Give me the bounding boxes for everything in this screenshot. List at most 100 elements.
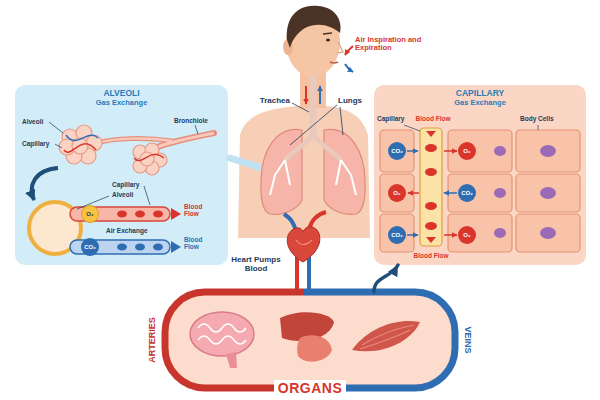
organ-drawings (360, 325, 414, 349)
organ-drawings (297, 335, 332, 361)
gas-symbol: CO₂ (385, 148, 409, 155)
air-flow-label: Air Inspiration and Expiration (355, 36, 427, 53)
panel-heading: CAPILLARY (456, 89, 504, 99)
alveoli-illustration (135, 244, 145, 251)
person-figure (330, 62, 338, 63)
capillary-illustration (407, 234, 418, 236)
leader-line (49, 122, 198, 209)
organs-title: ORGANS (274, 380, 346, 396)
breath-arrows (345, 46, 353, 55)
organ-drawings (190, 312, 254, 356)
alveoli-illustration (171, 241, 181, 253)
leader-line (195, 125, 198, 134)
part-label: Alveoli (112, 191, 133, 198)
capillary-illustration (425, 222, 437, 230)
flow-arrow (374, 265, 398, 292)
capillary-illustration (448, 174, 512, 212)
capillary-illustration (407, 150, 418, 152)
alveoli-illustration (150, 133, 214, 150)
part-label: Capillary (112, 181, 139, 188)
leader-line (55, 144, 62, 148)
alveoli-illustration (96, 139, 172, 143)
panel-subheading: Gas Exchange (96, 99, 148, 108)
leader-line (340, 107, 343, 135)
lungs-drawing (313, 135, 341, 160)
alveoli-illustration (153, 211, 163, 218)
leader-line (292, 103, 309, 112)
alveoli-illustration (134, 154, 164, 160)
capillary-illustration (494, 188, 506, 198)
capillary-illustration (426, 131, 436, 137)
capillary-illustration (540, 145, 556, 157)
alveoli-illustration (32, 168, 58, 200)
breath-arrows (345, 64, 353, 72)
person-figure (323, 33, 332, 34)
circulation-loop (165, 292, 455, 388)
capillary-illustration (516, 130, 580, 172)
alveoli-illustration (64, 144, 96, 152)
capillary-illustration (425, 168, 437, 176)
vessel-label: VEINS (462, 326, 472, 353)
capillary-illustration (444, 150, 457, 152)
lungs-drawing (270, 160, 356, 195)
gas-symbol: O₂ (78, 211, 102, 218)
lungs-drawing (305, 86, 307, 104)
gas-symbol: O₂ (385, 190, 409, 197)
heart-drawing (295, 256, 299, 292)
part-label: Alveoli (22, 118, 43, 125)
alveoli-illustration (59, 125, 167, 175)
leader-line (77, 196, 109, 209)
capillary-illustration (494, 145, 556, 239)
lungs-drawing (261, 129, 302, 214)
panel-subheading: Gas Exchange (454, 99, 506, 108)
organ-drawings (190, 312, 420, 368)
part-label: Air Exchange (106, 227, 148, 234)
part-label: Lungs (338, 97, 362, 106)
capillary-illustration (425, 144, 437, 152)
heart-drawing (284, 212, 326, 292)
capillary-illustration (516, 214, 580, 252)
gas-symbol: CO₂ (78, 244, 102, 251)
lungs-drawing (319, 86, 321, 104)
leader-line (404, 125, 538, 131)
capillary-illustration (380, 214, 414, 252)
alveoli-illustration (117, 244, 127, 251)
heart-drawing (287, 227, 320, 262)
capillary-illustration (448, 214, 512, 252)
capillary-illustration (380, 125, 580, 252)
capillary-illustration (540, 187, 556, 199)
gas-symbol: CO₂ (455, 190, 479, 197)
leader-line (144, 186, 150, 205)
panel-heading: ALVEOLI (103, 89, 139, 99)
capillary-illustration (444, 192, 457, 194)
part-label: Body Cells (520, 115, 554, 122)
capillary-illustration (448, 130, 512, 172)
person-figure (337, 42, 343, 53)
heart-drawing (296, 240, 312, 245)
flow-label: Blood Flow (184, 203, 216, 217)
alveoli-illustration (117, 211, 127, 218)
part-label: Heart Pumps Blood (226, 256, 286, 274)
capillary-illustration (408, 192, 419, 194)
capillary-illustration (540, 227, 556, 239)
lungs-drawing (230, 158, 262, 168)
organ-drawings (198, 324, 246, 332)
lungs-drawing (285, 135, 313, 160)
part-label: Capillary (22, 140, 49, 147)
vessel-label: ARTERIES (148, 317, 158, 363)
leader-line (49, 122, 63, 133)
organ-drawings (352, 321, 420, 351)
heart-drawing (307, 254, 311, 292)
capillary-illustration (425, 131, 437, 243)
capillary-illustration (420, 128, 442, 246)
flow-label: Blood Flow (413, 115, 453, 122)
capillary-illustration (444, 234, 457, 236)
leader-line (538, 125, 539, 130)
alveoli-illustration (153, 244, 163, 251)
part-label: Trachea (248, 97, 290, 106)
flow-label: Blood Flow (411, 252, 451, 259)
capillary-illustration (494, 146, 506, 156)
person-figure (238, 6, 370, 238)
capillary-illustration (516, 174, 580, 212)
